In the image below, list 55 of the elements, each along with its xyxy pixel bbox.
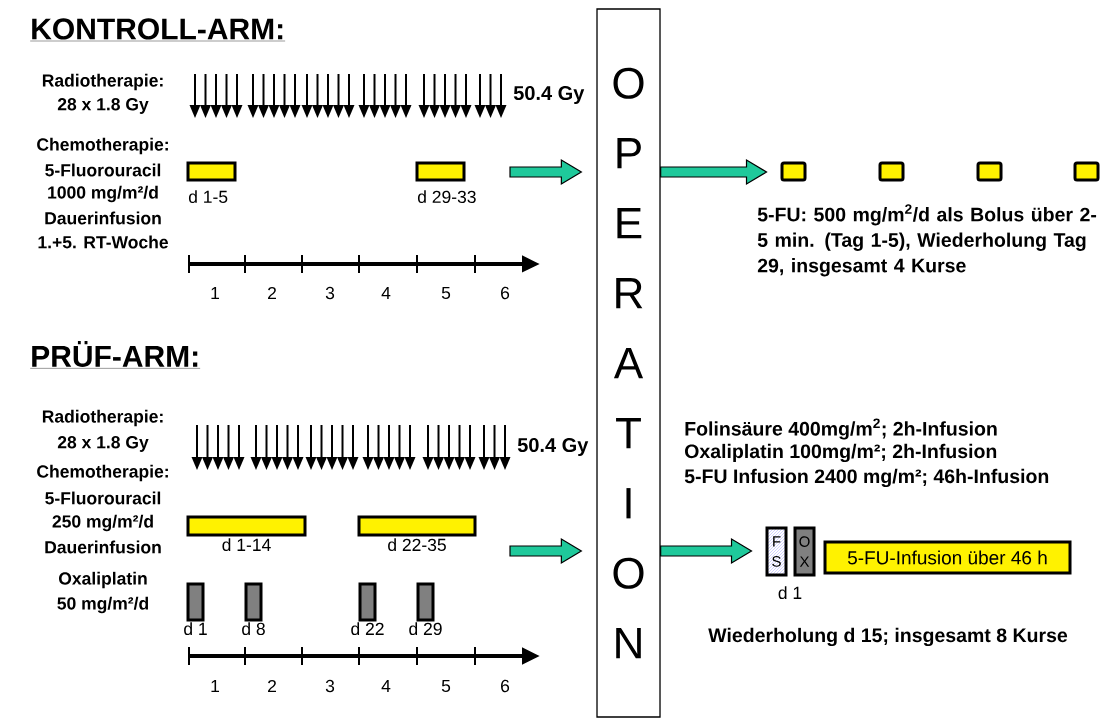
day-label: d 1-5: [188, 190, 228, 204]
arm-heading: PRÜF-ARM:: [30, 341, 201, 369]
day-label: d 29: [409, 622, 442, 636]
day-label: d 22: [351, 622, 384, 636]
week-number: 4: [381, 286, 391, 299]
infusion-box: 5-FU-Infusion über 46 h: [823, 540, 1072, 575]
row-label: Dauerinfusion: [45, 540, 161, 554]
bolus-box: [1073, 161, 1100, 182]
day-label: d 29-33: [417, 190, 476, 204]
note-text: Folinsäure 400mg/m$^{2}$; 2h-Infusion: [685, 418, 997, 440]
folinic-acid-box: F S: [765, 526, 788, 577]
note-text: 5-FU Infusion 2400 mg/m²; 46h-Infusion: [684, 468, 1049, 488]
arrow: [509, 537, 583, 565]
day-label: d 1: [184, 622, 207, 636]
day-label: d 1: [778, 586, 802, 600]
note-text: 5-FU: 500 mg/m$^{2}$/d als Bolus über 2-5 min. (Tag 1-5), Wiederholung Tag 29, insgesamt 4 Kurse: [757, 204, 1097, 277]
row-label: 5-Fluorouracil: [45, 491, 161, 505]
week-number: 1: [211, 679, 219, 692]
arrow: [660, 537, 753, 565]
note-text: Wiederholung d 15; insgesamt 8 Kurse: [708, 627, 1068, 647]
day-label: d 8: [242, 622, 265, 636]
row-label: Chemotherapie:: [37, 137, 168, 155]
bolus-box: [780, 161, 807, 182]
note-text: Oxaliplatin 100mg/m²; 2h-Infusion: [685, 443, 997, 463]
row-label: 50 mg/m²/d: [57, 596, 148, 614]
week-number: 6: [501, 679, 510, 693]
row-label: 1.+5. RT-Woche: [38, 235, 168, 249]
week-number: 3: [325, 679, 335, 693]
week-number: 5: [441, 679, 451, 693]
row-label: Radiotherapie:: [42, 73, 163, 91]
row-label: 250 mg/m²/d: [52, 514, 153, 532]
day-label: d 22-35: [388, 538, 446, 552]
day-label: d 1-14: [222, 538, 271, 552]
row-label: Chemotherapie:: [37, 464, 168, 482]
week-number: 1: [211, 286, 219, 299]
week-number: 3: [325, 286, 335, 300]
week-number: 2: [268, 679, 276, 693]
operation-box: O P E R A T I O N: [596, 8, 661, 718]
arm-heading: KONTROLL-ARM:: [30, 18, 286, 42]
row-label: Oxaliplatin: [59, 571, 147, 589]
row-label: Dauerinfusion: [45, 211, 161, 225]
row-label: 5-Fluorouracil: [45, 163, 161, 177]
bolus-box: [878, 161, 905, 182]
arrow: [660, 158, 768, 186]
row-label: 28 x 1.8 Gy: [57, 98, 149, 114]
week-number: 6: [501, 286, 510, 300]
week-number: 2: [268, 286, 276, 300]
week-number: 4: [381, 679, 391, 692]
row-label: Radiotherapie:: [42, 409, 163, 427]
row-label: 1000 mg/m²/d: [48, 185, 158, 203]
row-label: 28 x 1.8 Gy: [57, 436, 149, 452]
week-number: 5: [441, 286, 451, 300]
oxaliplatin-box: O X: [793, 526, 816, 577]
bolus-box: [976, 161, 1003, 182]
arrow: [509, 158, 583, 186]
